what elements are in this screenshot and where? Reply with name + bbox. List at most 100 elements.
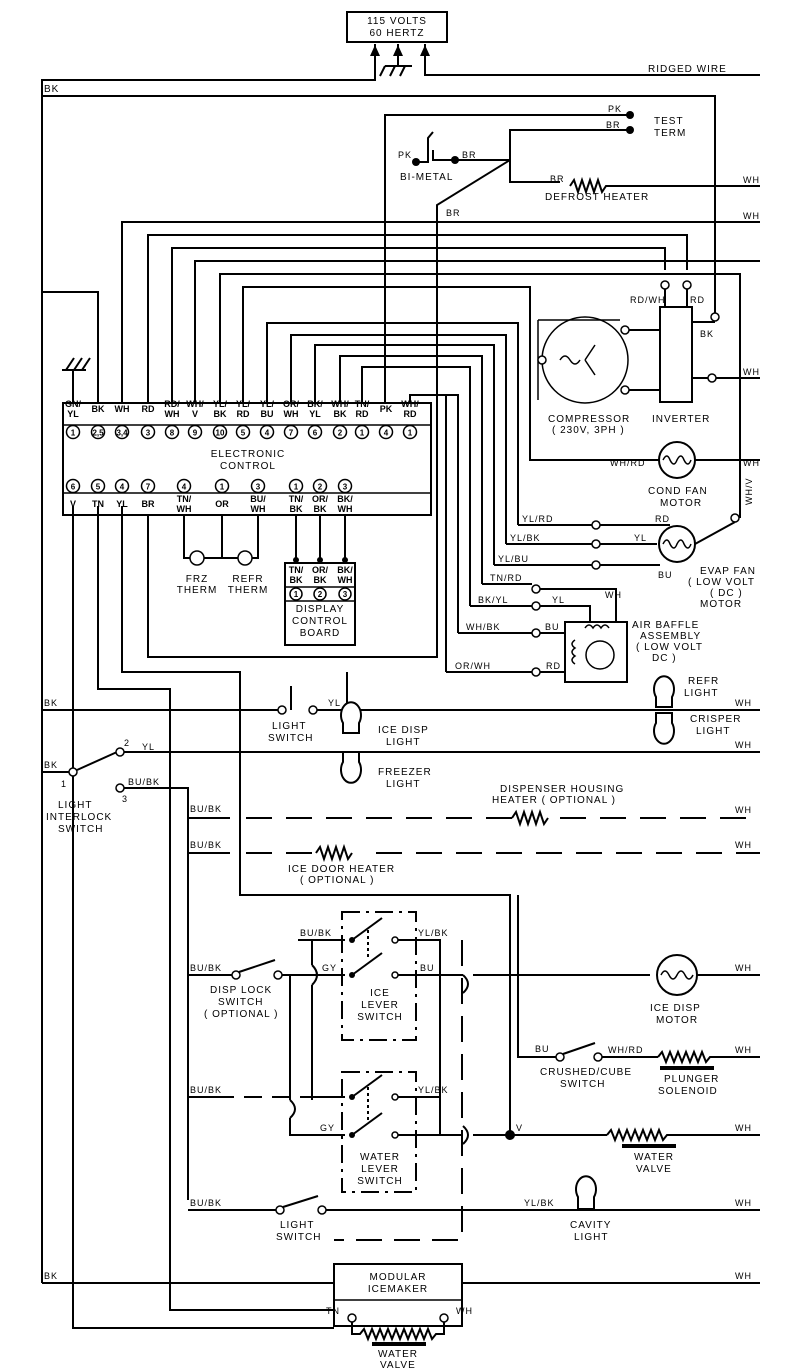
control-bottom-wire-3: BR xyxy=(142,499,155,509)
control-bottom-pin-label-0: 6 xyxy=(71,483,76,492)
power-supply: 115 VOLTS 60 HERTZ RIDGED WIRE BK xyxy=(41,11,760,1283)
control-top-pin-label-1: 2,5 xyxy=(92,429,104,438)
display-pin-1 xyxy=(313,587,327,601)
crushed-whrd: WH/RD xyxy=(608,1045,644,1055)
plunger-solenoid-icon xyxy=(657,1049,760,1065)
wh-label-2: WH xyxy=(743,211,760,221)
refr-light-icon xyxy=(653,675,675,745)
bimetal-pk: PK xyxy=(398,150,412,160)
bimetal-label: BI-METAL xyxy=(400,172,453,183)
freezer-light-icon xyxy=(340,751,362,784)
control-top-pin-0 xyxy=(65,424,81,440)
control-title-1: ELECTRONIC xyxy=(211,449,285,460)
evap-yl: YL xyxy=(634,533,647,543)
electronic-control-box xyxy=(62,402,432,516)
control-top-wire-5-top: WH/ xyxy=(186,399,204,409)
baffle-yl: YL xyxy=(552,595,565,605)
control-top-pin-label-9: 7 xyxy=(289,429,294,438)
control-top-wire-6-bottom: BK xyxy=(214,409,227,419)
control-bottom-wire-6-top: BU/ xyxy=(250,494,266,504)
display-pin-label-2: 3 xyxy=(343,590,348,599)
refr-light-1: REFR xyxy=(688,676,719,687)
control-wires: WH xyxy=(42,211,760,672)
control-bottom-wire-2: YL xyxy=(116,499,128,509)
control-top-pin-9 xyxy=(283,424,299,440)
control-bottom-pin-label-4: 4 xyxy=(182,483,187,492)
baffle-orwh: OR/WH xyxy=(455,661,491,671)
water-lever-1: WATER xyxy=(360,1152,400,1163)
air-baffle-box xyxy=(564,621,628,683)
interlock-p1: 1 xyxy=(61,779,67,789)
light-switch-1: LIGHT xyxy=(272,721,306,732)
supply-voltage: 115 VOLTS xyxy=(367,16,427,27)
interlock-yl: YL xyxy=(142,742,155,752)
control-bottom-pin-3 xyxy=(140,478,156,494)
baffle-wh: WH xyxy=(605,590,622,600)
icemaker-wh: WH xyxy=(456,1306,473,1316)
control-bottom-pin-label-8: 2 xyxy=(318,483,323,492)
control-top-wire-12-top: TN/ xyxy=(355,399,370,409)
water-valve-wh: WH xyxy=(735,1123,752,1133)
display-wire-0-top: TN/ xyxy=(289,565,304,575)
control-top-wire-9-bottom: WH xyxy=(284,409,299,419)
disp-lock-3: ( OPTIONAL ) xyxy=(204,1009,278,1020)
control-bottom-wire-8-bottom: BK xyxy=(314,504,327,514)
ice-disp-light-2: LIGHT xyxy=(386,737,420,748)
lower-wiring: BK LIGHT YL LIGHT SWITCH ICE DISP LIGHT … xyxy=(42,506,760,1329)
control-top-wire-13: PK xyxy=(380,404,393,414)
display-wire-1-top: OR/ xyxy=(312,565,329,575)
ice-disp-light-icon xyxy=(340,701,362,734)
cond-fan-wh: WH xyxy=(743,458,760,468)
wh-freezer: WH xyxy=(735,740,752,750)
interlock-bk: BK xyxy=(44,760,58,770)
ice-lever-2: LEVER xyxy=(361,1000,399,1011)
ice-lever-bubk: BU/BK xyxy=(300,928,332,938)
icemaker-2: ICEMAKER xyxy=(368,1284,428,1295)
display-board-2: CONTROL xyxy=(292,616,348,627)
display-pin-2 xyxy=(338,587,352,601)
control-top-wire-11-bottom: BK xyxy=(334,409,347,419)
control-bottom-pin-label-2: 4 xyxy=(120,483,125,492)
defrost-circuit: PK BR TEST TERM PK BR BI-METAL BR BR DEF… xyxy=(42,95,760,450)
evap-ylbu: YL/BU xyxy=(498,554,529,564)
cavity-2: LIGHT xyxy=(574,1232,608,1243)
control-top-wire-4-top: RD/ xyxy=(164,399,180,409)
ice-door-heater-icon xyxy=(315,843,353,863)
crushed-2: SWITCH xyxy=(560,1079,605,1090)
test-term-label-2: TERM xyxy=(654,128,686,139)
ground-icon xyxy=(379,65,412,77)
control-top-wire-14-bottom: RD xyxy=(404,409,417,419)
light-yl: YL xyxy=(328,698,341,708)
water-valve-icon xyxy=(606,1127,760,1143)
plunger-1: PLUNGER xyxy=(664,1074,719,1085)
control-top-pin-5 xyxy=(187,424,203,440)
ice-motor-2: MOTOR xyxy=(656,1015,698,1026)
disp-lock-bubk: BU/BK xyxy=(190,963,222,973)
control-bottom-pin-4 xyxy=(176,478,192,494)
control-bottom-wire-4-top: TN/ xyxy=(177,494,192,504)
evap-label-3: ( DC ) xyxy=(710,588,743,599)
control-top-pin-label-4: 8 xyxy=(170,429,175,438)
control-bottom-pin-0 xyxy=(65,478,81,494)
interlock-p2: 2 xyxy=(124,738,130,748)
water-lever-bubk: BU/BK xyxy=(190,1085,222,1095)
control-top-wire-11-top: WH/ xyxy=(331,399,349,409)
control-top-wire-10-bottom: YL xyxy=(309,409,321,419)
control-bottom-pin-8 xyxy=(312,478,328,494)
cond-fan-label-2: MOTOR xyxy=(660,498,702,509)
ice-door-heater-2: ( OPTIONAL ) xyxy=(300,875,374,886)
display-wire-1-bottom: BK xyxy=(314,575,327,585)
control-top-pin-8 xyxy=(259,424,275,440)
control-top-pin-1 xyxy=(90,424,106,440)
ice-door-heater-1: ICE DOOR HEATER xyxy=(288,864,395,875)
display-pin-0 xyxy=(289,587,303,601)
baffle-label-3: ( LOW VOLT xyxy=(636,642,703,653)
cond-fan-motor: WH/RD WH COND FAN MOTOR WH/V xyxy=(610,441,760,523)
inverter-rdwh: RD/WH xyxy=(630,295,666,305)
control-top-pin-label-7: 5 xyxy=(241,429,246,438)
dispenser-heater-2: HEATER ( OPTIONAL ) xyxy=(492,795,616,806)
water-lever-2: LEVER xyxy=(361,1164,399,1175)
control-bottom-pin-9 xyxy=(337,478,353,494)
crisper-light-2: LIGHT xyxy=(696,726,730,737)
interlock-label-2: INTERLOCK xyxy=(46,812,112,823)
